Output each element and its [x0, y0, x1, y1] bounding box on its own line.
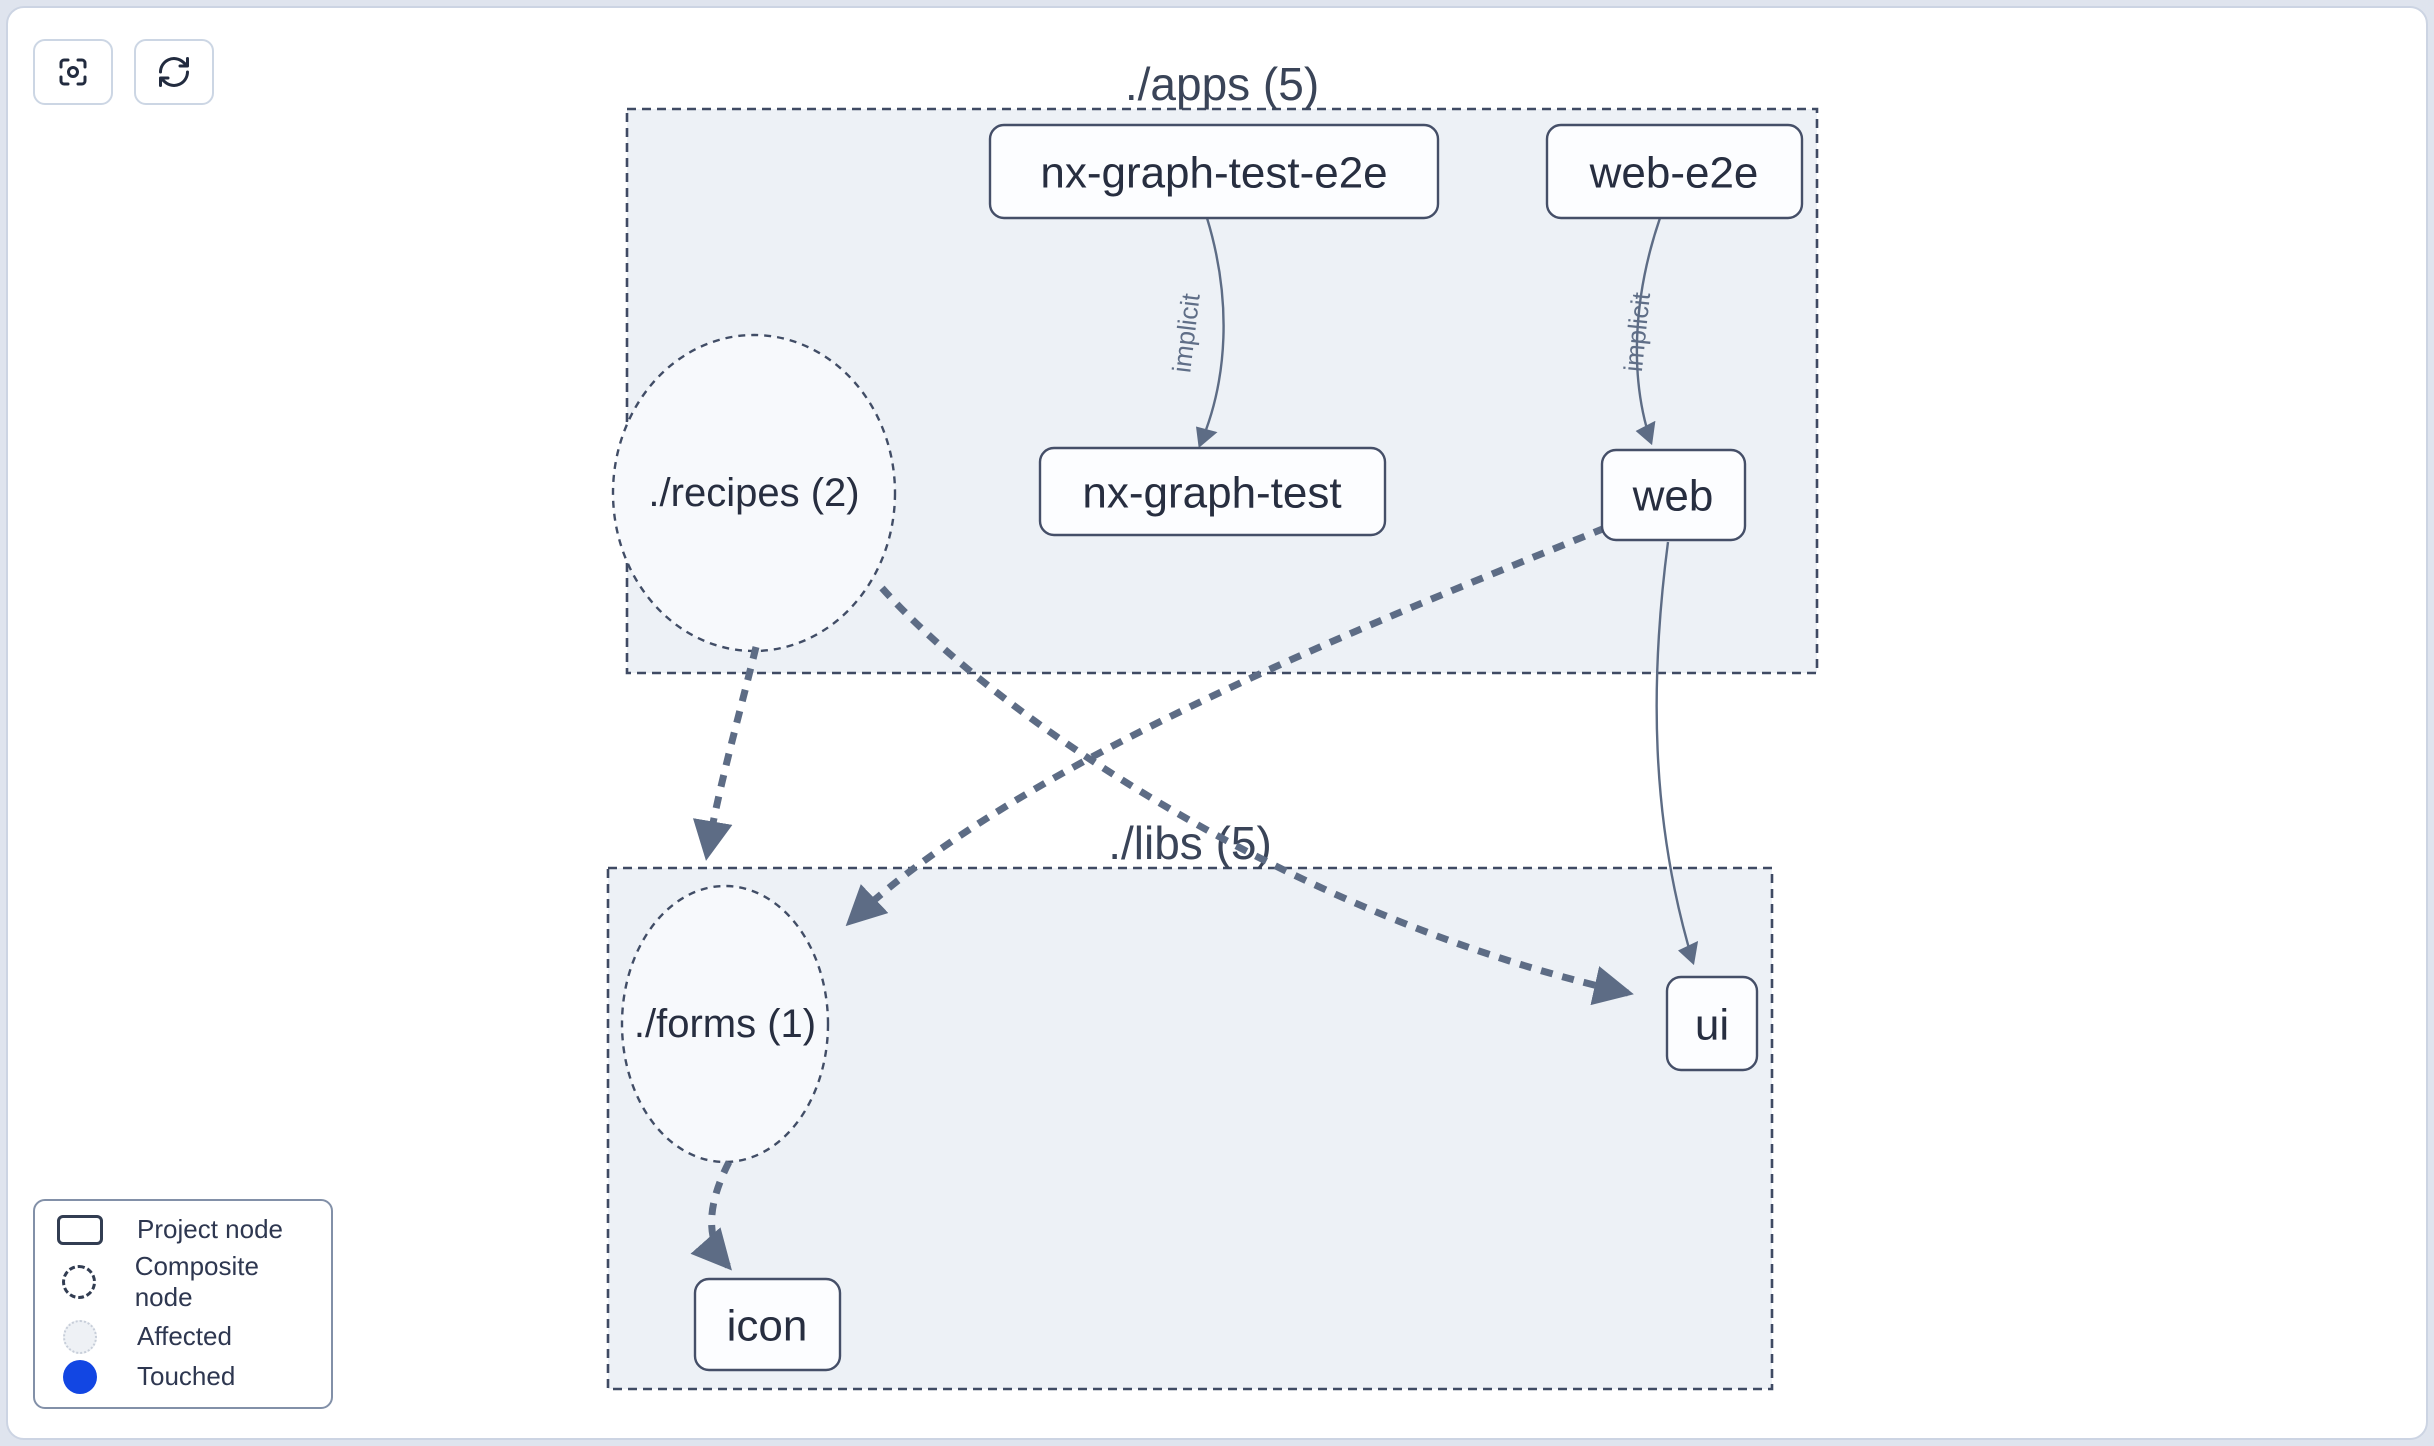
node-icon[interactable] [693, 1277, 842, 1372]
composite-node-icon [61, 1265, 96, 1300]
affected-icon [63, 1319, 97, 1354]
legend-item-touched: Touched [49, 1359, 317, 1394]
node-web[interactable] [1600, 448, 1747, 542]
touched-icon [63, 1359, 97, 1394]
project-node-icon [57, 1214, 103, 1245]
legend-label: Composite node [134, 1251, 259, 1313]
node-nx-graph-test-e2e[interactable] [988, 123, 1440, 220]
focus-icon [59, 58, 87, 86]
legend-label: Touched [137, 1361, 236, 1392]
composite-node-forms[interactable] [620, 884, 830, 1164]
edge-recipes-to-ui [879, 585, 1634, 1006]
node-ui[interactable] [1665, 975, 1759, 1072]
legend: Project node Composite node Affected Tou… [33, 1199, 333, 1409]
legend-label: Project node [137, 1214, 283, 1245]
refresh-button[interactable] [134, 39, 214, 105]
legend-item-project-node: Project node [49, 1214, 317, 1245]
edge-web-to-ui [1655, 541, 1699, 966]
legend-item-composite-node: Composite node [49, 1251, 317, 1313]
composite-node-recipes-label: ./recipes (2) [648, 471, 859, 515]
node-web-e2e[interactable] [1545, 123, 1804, 220]
edge-web-to-forms [845, 524, 1607, 927]
node-nx-graph-test[interactable] [1038, 446, 1387, 537]
edge-web-e2e-to-web [1635, 217, 1662, 446]
legend-label: Affected [137, 1321, 232, 1352]
node-nx-graph-test-e2e-label: nx-graph-test-e2e [1040, 149, 1387, 198]
legend-item-affected: Affected [49, 1319, 317, 1354]
node-ui-label: ui [1695, 1001, 1729, 1050]
composite-node-forms-label: ./forms (1) [634, 1002, 816, 1046]
group-apps-label: ./apps (5) [1125, 58, 1319, 110]
toolbar [33, 39, 214, 105]
focus-reset-button[interactable] [33, 39, 113, 105]
edge-nx-graph-test-e2e-to-nx-graph-test [1195, 217, 1225, 449]
node-web-label: web [1632, 472, 1714, 521]
node-web-e2e-label: web-e2e [1589, 149, 1759, 198]
node-nx-graph-test-label: nx-graph-test [1082, 469, 1341, 518]
edge-recipes-to-forms [692, 646, 760, 861]
group-libs-label: ./libs (5) [1108, 817, 1272, 869]
node-icon-label: icon [727, 1302, 808, 1351]
refresh-icon [159, 57, 189, 87]
